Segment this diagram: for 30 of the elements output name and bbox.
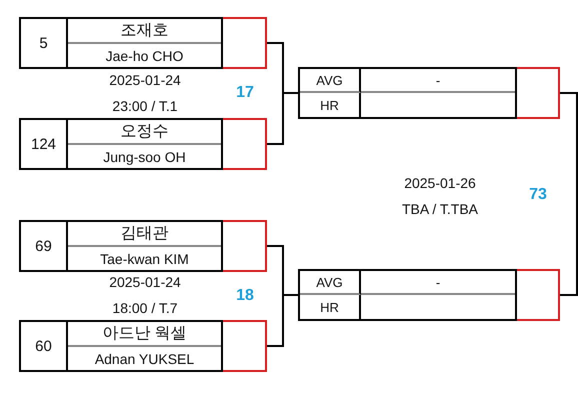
player-name: 오정수 [68,120,221,145]
stat-label: HR [300,93,361,117]
player-name: Adnan YUKSEL [94,350,196,368]
player-name: 김태관 [68,222,221,247]
player-name: Tae-kwan KIM [99,250,190,268]
match-number: 73 [529,186,547,204]
match-schedule: 2025-01-26 [404,175,476,191]
bracket-line [560,92,578,296]
match-number: 18 [236,287,254,305]
seed-number: 60 [19,320,68,372]
stat-label: HR [300,295,361,319]
bracket-line [267,294,298,347]
stat-value: - [361,271,515,295]
stat-value: - [361,69,515,93]
player-name: Jung-soo OH [102,148,187,167]
match-schedule: 2025-01-24 [109,72,181,88]
player-name: 조재호 [68,19,221,44]
stat-label: AVG [300,271,361,295]
stat-label: AVG [300,69,361,93]
match-schedule: TBA / T.TBA [402,201,478,217]
player-name: 아드난 웍셀 [68,322,221,347]
player-name: Jae-ho CHO [104,46,184,66]
match-schedule: 18:00 / T.7 [112,300,178,316]
bracket-line [267,92,298,145]
match-number: 17 [236,84,254,102]
match-schedule: 2025-01-24 [109,274,181,290]
match-schedule: 23:00 / T.1 [112,98,178,114]
seed-number: 124 [19,118,68,170]
seed-number: 5 [19,17,68,69]
seed-number: 69 [19,220,68,272]
